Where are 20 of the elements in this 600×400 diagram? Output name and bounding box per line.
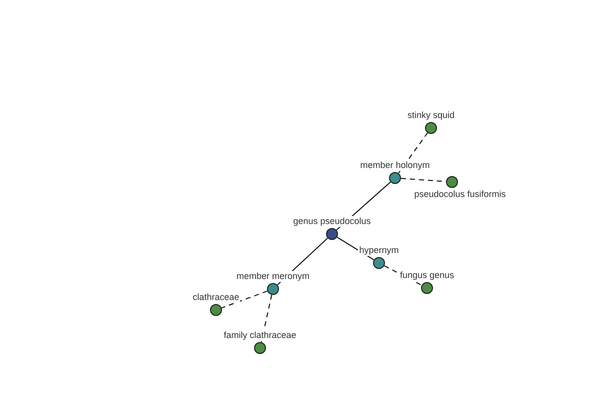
graph-node (389, 172, 401, 184)
connector-line (398, 132, 428, 174)
node-label: hypernym (358, 245, 400, 256)
graph-node (210, 304, 222, 316)
node-label: family clathraceae (222, 330, 298, 341)
graph-node (267, 283, 279, 295)
graph-node (326, 228, 338, 240)
node-label: fungus genus (398, 270, 456, 281)
node-label: stinky squid (406, 110, 456, 121)
graph-node (373, 257, 385, 269)
graph-node (421, 282, 433, 294)
node-label: pseudocolus fusiformis (413, 189, 507, 200)
connector-line (221, 290, 268, 308)
node-label: genus pseudocolus (292, 216, 372, 227)
graph-node (446, 176, 458, 188)
node-label: member meronym (235, 271, 310, 282)
graph-node (425, 122, 437, 134)
node-label: member holonym (359, 160, 431, 171)
graph-node (254, 342, 266, 354)
node-label: clathraceae (192, 292, 240, 303)
